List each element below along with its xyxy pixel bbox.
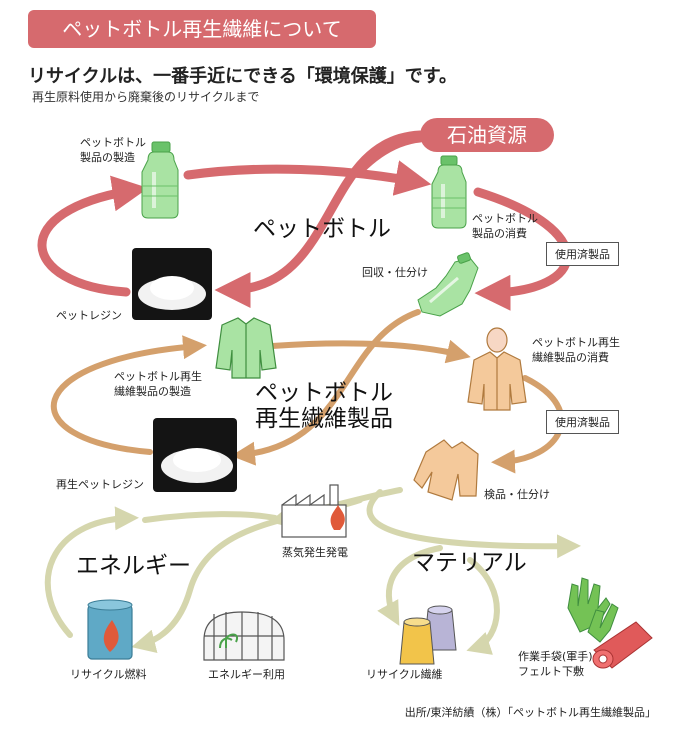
energy-use-label: エネルギー利用: [208, 668, 285, 681]
oil-resource-label: 石油資源: [420, 118, 554, 152]
crushed-bottle-icon: [417, 252, 479, 317]
arrow-fuel-cycle: [44, 506, 139, 638]
green-shirt-icon: [215, 317, 277, 379]
bottle-manufacture-icon: [141, 141, 179, 219]
steam-power-label: 蒸気発生発電: [282, 546, 348, 559]
work-gloves-label: 作業手袋(軍手) フェルト下敷: [518, 650, 593, 680]
arrow-inspection-to-material: [366, 489, 581, 559]
arrow-material-to-recycled-fiber: [377, 545, 443, 626]
headline: リサイクルは、一番手近にできる「環境保護」です。: [28, 66, 457, 87]
page-title: ペットボトル再生繊維について: [28, 10, 376, 48]
bottle-consumption-line-1: ペットボトル: [472, 212, 538, 225]
work-gloves-line-2: フェルト下敷: [518, 664, 584, 678]
person-jacket-icon: [467, 327, 527, 411]
factory-icon: [281, 484, 347, 538]
bottle-manufacture-line-1: ペットボトル: [80, 136, 146, 149]
energy-label: エネルギー: [76, 553, 191, 579]
work-gloves-icon: [567, 577, 619, 643]
arrow-resin-to-fiber-manufacture: [50, 335, 207, 455]
arrow-energy-top: [142, 511, 278, 523]
arrow-collection-to-recycled-resin: [231, 309, 421, 466]
felt-roll-icon: [592, 621, 653, 669]
fiber-manufacture-line-1: ペットボトル再生: [114, 370, 202, 383]
recycled-resin-image: [153, 418, 237, 492]
subheadline: 再生原料使用から廃棄後のリサイクルまで: [32, 90, 260, 104]
recycled-fuel-label: リサイクル燃料: [70, 668, 147, 681]
arrow-manufacture-to-consumption: [183, 160, 432, 196]
pet-resin-image: [132, 248, 212, 320]
arrow-resin-to-manufacture: [37, 175, 149, 297]
arrow-oil-to-resin: [214, 130, 425, 308]
source-credit: 出所/東洋紡績（株）「ペットボトル再生繊維製品」: [404, 706, 656, 719]
greenhouse-icon: [203, 611, 285, 661]
recycled-fiber-line-2: 再生繊維製品: [255, 406, 393, 433]
recycled-fiber-cycle-label: ペットボトル 再生繊維製品: [255, 380, 393, 433]
recycled-fiber-line-1: ペットボトル: [255, 380, 393, 406]
collection-sorting-label: 回収・仕分け: [362, 266, 428, 279]
material-label: マテリアル: [412, 550, 527, 576]
bottle-manufacture-label: ペットボトル 製品の製造: [80, 136, 146, 166]
work-gloves-line-1: 作業手袋(軍手): [518, 650, 593, 663]
jacket-icon: [413, 439, 479, 501]
fiber-consumption-label: ペットボトル再生 繊維製品の消費: [532, 336, 620, 366]
bottle-consumption-icon: [431, 155, 467, 229]
pet-bottle-cycle-label: ペットボトル: [253, 216, 391, 242]
olive-arrows: [44, 487, 581, 655]
arrow-oil-to-bottle-consumption: [355, 133, 425, 175]
recycled-fiber-label: リサイクル繊維: [366, 668, 443, 681]
arrow-fiber-manufacture-to-consumption: [269, 339, 471, 364]
red-arrows: [37, 130, 572, 311]
used-product-box-1: 使用済製品: [546, 242, 619, 266]
fiber-manufacture-label: ペットボトル再生 繊維製品の製造: [114, 370, 202, 400]
thread-spools-icon: [399, 605, 457, 665]
used-product-box-2: 使用済製品: [546, 410, 619, 434]
fiber-consumption-line-1: ペットボトル再生: [532, 336, 620, 349]
bottle-consumption-label: ペットボトル 製品の消費: [472, 212, 538, 242]
recycled-resin-label: 再生ペットレジン: [56, 478, 144, 491]
fuel-drum-icon: [87, 599, 133, 660]
orange-arrows: [50, 309, 565, 474]
bottle-consumption-line-2: 製品の消費: [472, 226, 527, 240]
fiber-manufacture-line-2: 繊維製品の製造: [114, 384, 191, 398]
fiber-consumption-line-2: 繊維製品の消費: [532, 350, 609, 364]
pet-resin-label: ペットレジン: [56, 309, 122, 322]
bottle-manufacture-line-2: 製品の製造: [80, 150, 135, 164]
arrow-material-to-gloves: [466, 557, 500, 655]
inspection-sorting-label: 検品・仕分け: [484, 488, 550, 501]
